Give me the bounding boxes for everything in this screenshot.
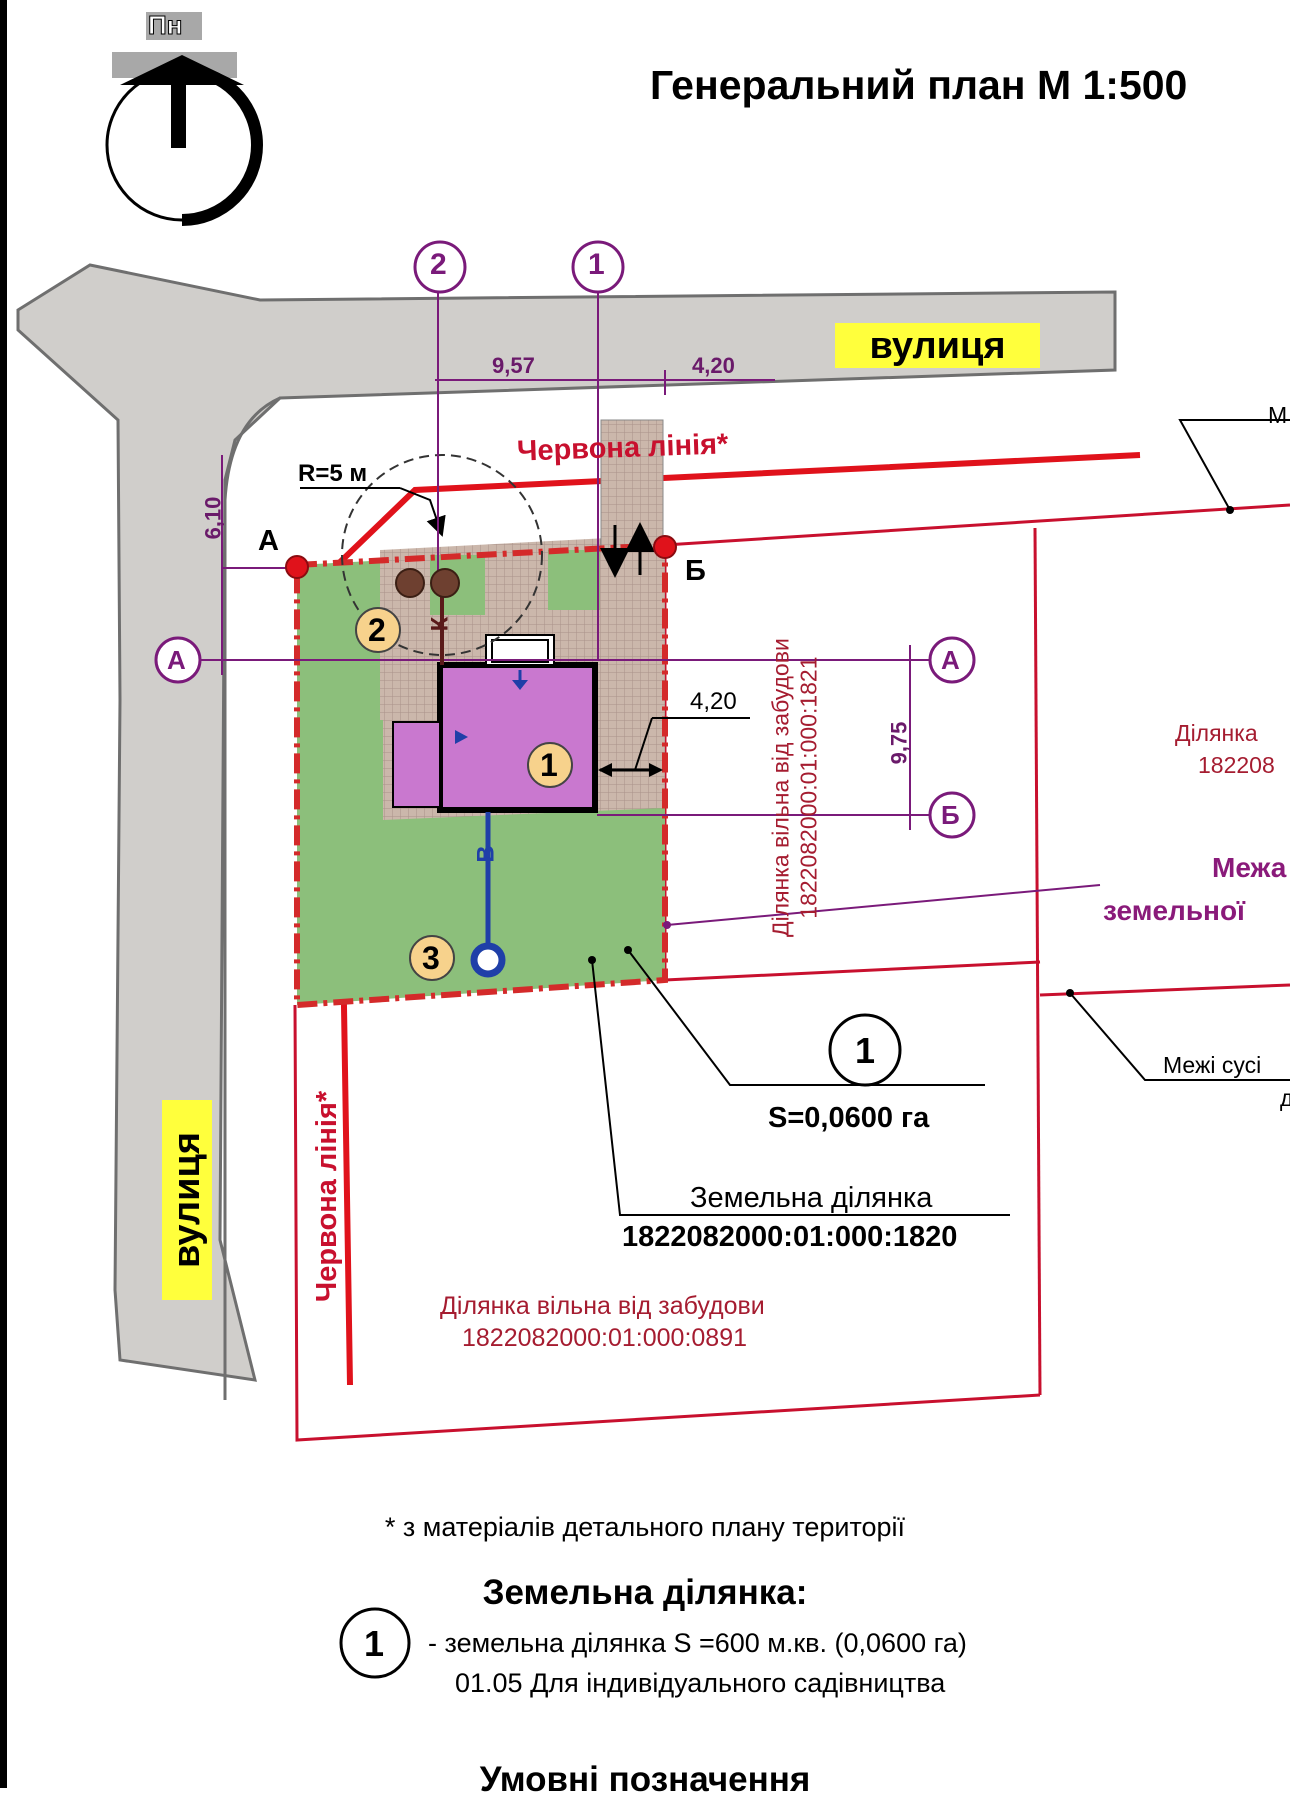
neighbors-label-line2: д [1280,1085,1290,1111]
legend-number: 1 [364,1623,385,1664]
plot-far-right-line1: Ділянка [1175,720,1258,746]
boundary-label-line2: земельної [1103,895,1245,926]
marker-1: 1 [540,747,558,783]
axis-lines [200,292,940,830]
building-annex [392,721,441,808]
marker-3: 3 [422,940,440,976]
building-main [437,662,598,813]
parcel-area: S=0,0600 га [768,1102,930,1134]
leader-lines [591,419,1290,1216]
dimension-420-top: 4,20 [692,353,735,378]
point-a-label: А [258,525,279,557]
left-border [0,0,7,1788]
plot-bottom-line1: Ділянка вільна від забудови [440,1292,765,1320]
septic-icon-2 [430,568,460,598]
dimension-420-offset: 4,20 [690,688,737,715]
legend-line1: - земельна ділянка S =600 м.кв. (0,0600 … [428,1628,967,1658]
plot-right-line2: 1822082000:01:000:1821 [795,656,821,919]
page-title: Генеральний план М 1:500 [650,62,1188,108]
legend-heading: Умовні позначення [479,1760,811,1799]
axis-a-right-label: А [941,645,960,675]
road-top [16,263,1117,1382]
parcel-number: 1 [855,1030,876,1071]
compass-label [146,12,202,40]
legend-number-circle [339,1607,411,1679]
point-b-label: Б [685,555,706,587]
parcel-caption: Земельна ділянка [690,1182,933,1214]
radius-label: R=5 м [298,460,368,487]
plot-right-line1: Ділянка вільна від забудови [767,638,794,937]
parcel-boundary [294,541,668,1009]
dimension-610: 6,10 [200,496,226,540]
sewer-label: К [426,616,454,632]
legend-line2: 01.05 Для індивідуального садівництва [455,1668,946,1698]
boundary-label-line1: Межа [1212,852,1287,883]
neighbors-label-line1: Межі сусі [1163,1052,1262,1078]
dimension-957: 9,57 [492,353,535,378]
point-b [653,535,677,559]
parcel-cadastral: 1822082000:01:000:1820 [622,1221,958,1253]
point-a [285,555,309,579]
footnote: * з матеріалів детального плану територі… [384,1512,906,1542]
septic-icon [395,568,425,598]
north-arrow-icon [105,52,263,226]
axis-2-label: 2 [430,248,447,281]
axis-b-right-label: Б [941,800,960,830]
parcel-number-circle [828,1013,902,1087]
well-icon [470,942,506,978]
plot-far-right-line2: 182208 [1198,752,1275,778]
plot-bottom-line2: 1822082000:01:000:0891 [462,1324,748,1352]
street-label-top: вулиця [835,323,1040,368]
m-label: М [1268,402,1288,428]
street-label-left: вулиця [162,1100,212,1300]
water-label: В [472,845,500,863]
gate-arrows-icon [600,522,655,578]
neighbor-plots [293,503,1290,1442]
red-line-label-left: Червона лінія* [311,1090,344,1303]
dimension-975: 9,75 [886,721,912,765]
radius-circle [341,454,543,656]
axis-a-left-label: А [167,645,186,675]
plot-right-label: Ділянка вільна від забудови 1822082000:0… [767,568,822,1008]
compass-label: Пн [147,10,183,41]
land-heading: Земельна ділянка: [482,1573,808,1612]
marker-2: 2 [368,612,386,648]
axis-1-label: 1 [588,248,605,281]
axis-bubbles [154,240,976,839]
markers [355,607,573,981]
